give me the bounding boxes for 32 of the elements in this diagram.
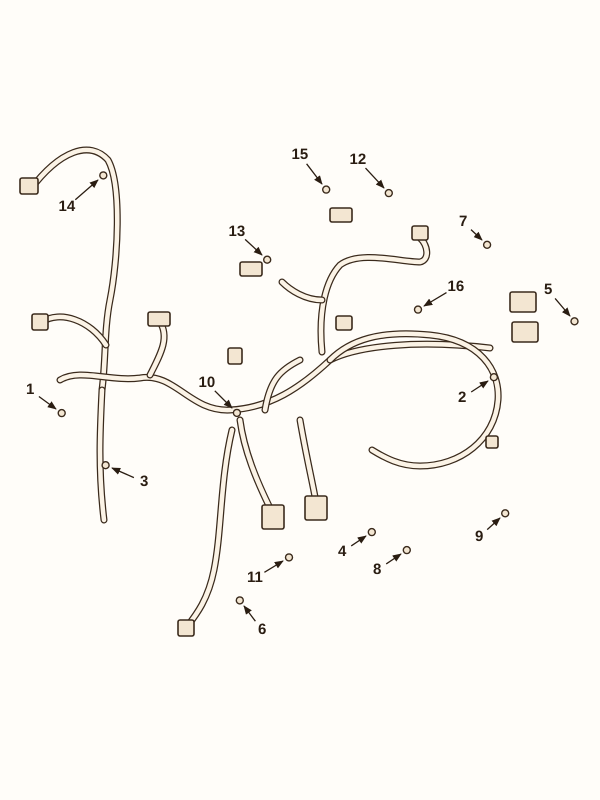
callout-number: 12 (348, 152, 368, 168)
leader-arrow (486, 517, 501, 530)
leader-arrow (306, 163, 323, 185)
leader-arrow (244, 238, 263, 256)
callout-number: 6 (257, 622, 268, 638)
callout-number: 14 (58, 199, 76, 215)
callout-number: 11 (246, 570, 264, 586)
leader-arrow (365, 168, 385, 189)
leader-arrow (554, 298, 571, 317)
callout-number: 9 (474, 529, 484, 545)
leader-arrow (470, 229, 483, 241)
callout-number: 8 (372, 562, 382, 578)
leader-arrow (423, 292, 447, 307)
callout-number: 2 (457, 390, 468, 406)
callout-number: 5 (543, 282, 554, 298)
callout-number: 13 (228, 224, 246, 240)
leader-arrow (243, 605, 256, 622)
callout-number: 4 (337, 544, 348, 560)
leader-arrow (74, 179, 99, 200)
callout-number: 10 (198, 375, 216, 391)
callout-number: 7 (458, 214, 468, 230)
leader-arrow (350, 535, 367, 546)
callout-number: 16 (446, 279, 466, 295)
callout-number: 1 (25, 382, 36, 398)
leader-arrow (264, 560, 284, 573)
leader-arrow (111, 467, 134, 478)
callout-number: 3 (139, 474, 150, 490)
leader-arrow (38, 396, 57, 410)
leader-arrow (214, 390, 233, 409)
callout-number: 15 (290, 147, 310, 163)
leader-arrow (470, 380, 489, 393)
leader-arrow (386, 553, 402, 564)
